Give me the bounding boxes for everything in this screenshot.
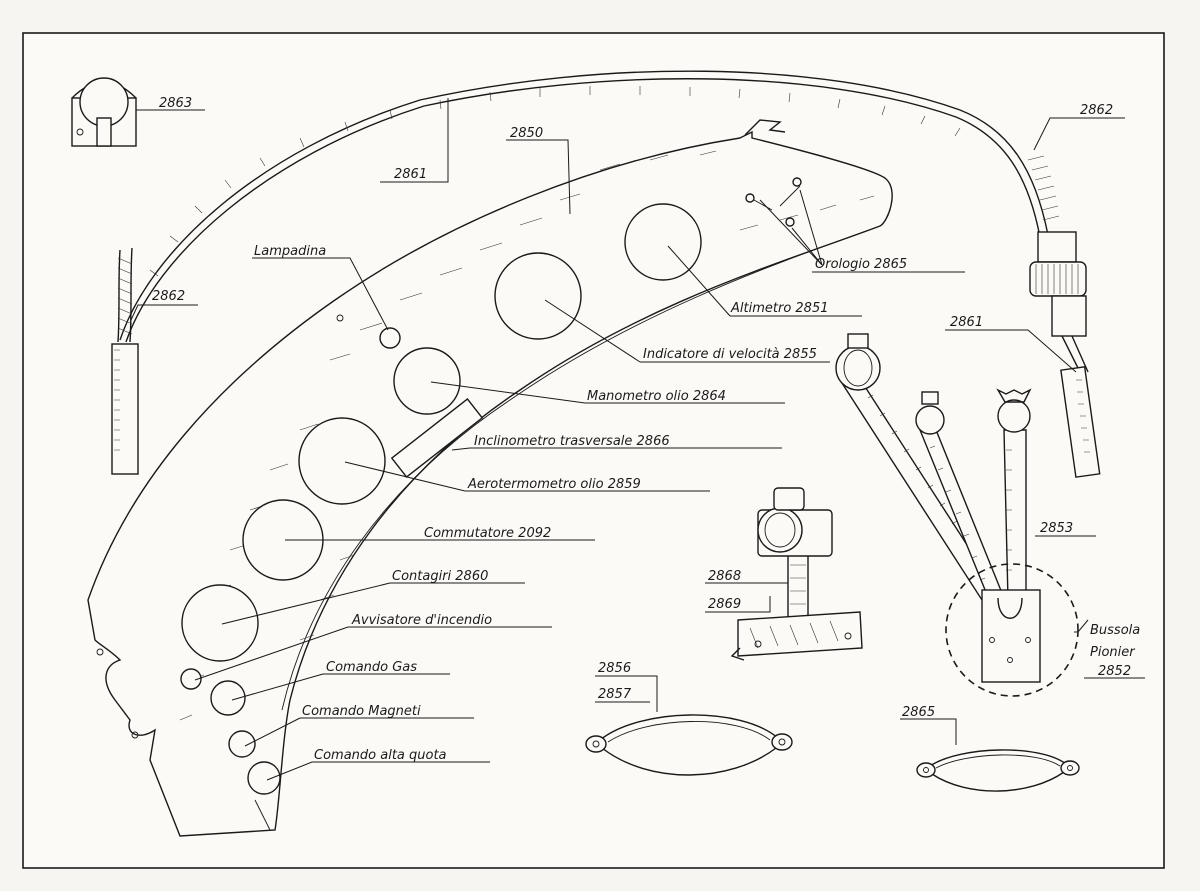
flexible-cable-2861 (111, 70, 1101, 478)
label-contagiri: Contagiri 2860 (392, 569, 488, 584)
label-indicatore-velocita: Indicatore di velocità 2855 (643, 347, 817, 362)
label-2861-right: 2861 (950, 315, 983, 330)
compass-plate (981, 589, 1041, 683)
leader-lines (130, 98, 1145, 781)
label-2865-bottom: 2865 (902, 705, 935, 720)
label-2856: 2856 (598, 661, 631, 676)
altimeter-gauge (624, 203, 702, 281)
label-aerotermometro: Aerotermometro olio 2859 (467, 477, 641, 492)
ring-clamp-2865 (916, 749, 1080, 792)
oil-pressure-gauge (393, 347, 461, 415)
label-2861-top: 2861 (394, 167, 427, 182)
label-2862-right: 2862 (1080, 103, 1113, 118)
label-pionier: Pionier (1090, 645, 1136, 660)
label-altimetro: Altimetro 2851 (730, 301, 829, 316)
label-avvisatore: Avvisatore d'incendio (351, 613, 492, 628)
label-2857: 2857 (598, 687, 632, 702)
label-2853: 2853 (1040, 521, 1073, 536)
throttle-control (210, 680, 246, 716)
compass-bracket-2853 (835, 333, 1079, 697)
label-lampadina: Lampadina (254, 244, 326, 259)
callout-labels: 2863 2861 2850 2862 2862 Lampadina Orolo… (152, 96, 1140, 763)
airspeed-indicator-gauge (494, 252, 582, 340)
lamp-hole (379, 327, 401, 349)
label-bussola: Bussola (1090, 623, 1140, 638)
altitude-control (247, 761, 281, 795)
label-2852: 2852 (1098, 664, 1131, 679)
instrument-panel-2850 (87, 119, 893, 837)
label-orologio: Orologio 2865 (815, 257, 907, 272)
label-manometro: Manometro olio 2864 (587, 389, 726, 404)
bracket-2868-2869 (730, 487, 863, 661)
label-2862-left: 2862 (152, 289, 185, 304)
tachometer-gauge (181, 584, 259, 662)
label-2868: 2868 (708, 569, 741, 584)
compass-outline (945, 563, 1079, 697)
clamp-2863 (71, 77, 137, 147)
label-comando-quota: Comando alta quota (314, 748, 447, 763)
label-2869: 2869 (708, 597, 741, 612)
label-2850: 2850 (510, 126, 543, 141)
ring-clamp-2856 (585, 714, 793, 776)
oil-thermometer-gauge (298, 417, 386, 505)
label-commutatore: Commutatore 2092 (424, 526, 551, 541)
label-comando-magneti: Comando Magneti (302, 704, 421, 719)
magneto-control (228, 730, 256, 758)
fire-warning-light (180, 668, 202, 690)
inclinometer (390, 398, 484, 478)
label-2863: 2863 (159, 96, 192, 111)
label-inclinometro: Inclinometro trasversale 2866 (474, 434, 670, 449)
label-comando-gas: Comando Gas (326, 660, 417, 675)
